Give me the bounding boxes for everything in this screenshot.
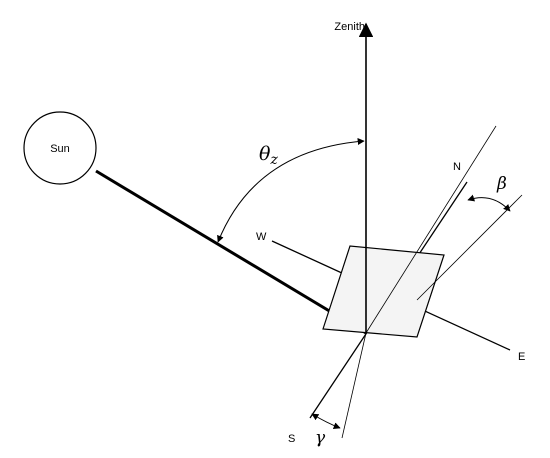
tilt-surface-line <box>416 194 523 301</box>
tilt-angle-symbol: β <box>496 174 507 194</box>
east-label: E <box>518 351 525 363</box>
north-label: N <box>453 161 461 173</box>
sun-label: Sun <box>50 143 70 155</box>
tilted-surface <box>322 245 445 338</box>
tilt-angle-arc <box>467 194 511 212</box>
sun-circle <box>23 111 97 185</box>
zenith-angle-symbol: θz <box>259 143 278 168</box>
zenith-angle-subscript: z <box>269 152 278 168</box>
sun-ray-line <box>95 169 367 335</box>
azimuth-reference-line <box>341 332 367 439</box>
azimuth-angle-arc <box>311 413 341 430</box>
west-label: W <box>256 231 267 243</box>
zenith-angle-arc <box>217 138 365 243</box>
zenith-label: Zenith <box>334 21 365 33</box>
south-label: S <box>288 433 295 445</box>
tilt-reference-line <box>365 125 497 334</box>
azimuth-angle-symbol: γ <box>315 428 326 448</box>
